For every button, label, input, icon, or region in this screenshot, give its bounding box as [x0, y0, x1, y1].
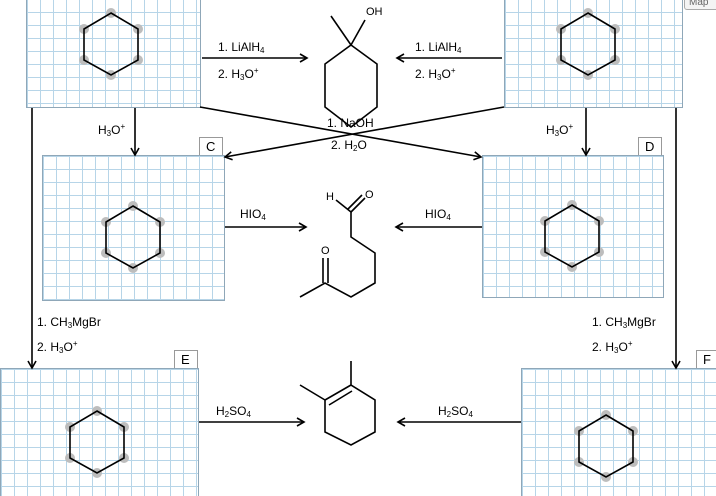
reagent-grignard-right: 1. CH3MgBr 2. H3O+ [592, 315, 656, 355]
dimethylcyclohexene-structure [299, 361, 376, 446]
ketoaldehyde-structure [299, 194, 376, 298]
hexagon-ring [578, 414, 634, 478]
reagent-hio4-left: HIO4 [240, 207, 266, 222]
hexagon-template-a[interactable] [79, 8, 143, 80]
atom-aldehyde-h: H [326, 191, 334, 203]
reagent-h2so4-right: H2SO4 [438, 404, 473, 419]
hexagon-ring [105, 205, 161, 269]
box-label-c: C [199, 137, 223, 155]
reagent-top-right: 1. LiAlH4 2. H3O+ [415, 40, 462, 82]
drawing-box-a[interactable] [26, 0, 201, 108]
map-button[interactable]: Map [684, 0, 716, 10]
reagent-h2so4-left: H2SO4 [216, 404, 251, 419]
box-label-f: F [696, 350, 716, 368]
hexagon-ring [544, 204, 600, 268]
reagent-hio4-right: HIO4 [425, 207, 451, 222]
methylcyclohexanol-structure [324, 15, 378, 129]
box-label-d: D [638, 137, 662, 155]
hexagon-template-b[interactable] [556, 8, 620, 80]
drawing-box-c[interactable] [42, 155, 225, 301]
hexagon-ring [560, 12, 616, 76]
hexagon-ring [83, 12, 139, 76]
drawing-box-f[interactable] [521, 368, 716, 496]
box-label-e: E [174, 350, 198, 368]
atom-aldehyde-o: O [365, 189, 374, 201]
arrow-b-to-c [223, 106, 505, 161]
reagent-acid-right: H3O+ [546, 122, 574, 138]
atom-ketone-o: O [321, 245, 330, 257]
reagent-grignard-left: 1. CH3MgBr 2. H3O+ [37, 315, 101, 355]
atom-oh: OH [366, 6, 383, 18]
hexagon-ring [69, 410, 125, 474]
drawing-box-d[interactable] [482, 155, 664, 298]
hexagon-template-f[interactable] [574, 410, 638, 482]
hexagon-template-e[interactable] [65, 406, 129, 478]
arrow-a-to-d [199, 106, 483, 161]
drawing-box-b[interactable] [504, 0, 683, 108]
hexagon-template-d[interactable] [540, 200, 604, 272]
reagent-top-left: 1. LiAlH4 2. H3O+ [218, 40, 265, 82]
hexagon-template-c[interactable] [101, 201, 165, 273]
reagent-cross: 1. NaOH 2. H2O [327, 116, 374, 153]
reagent-acid-left: H3O+ [98, 122, 126, 138]
